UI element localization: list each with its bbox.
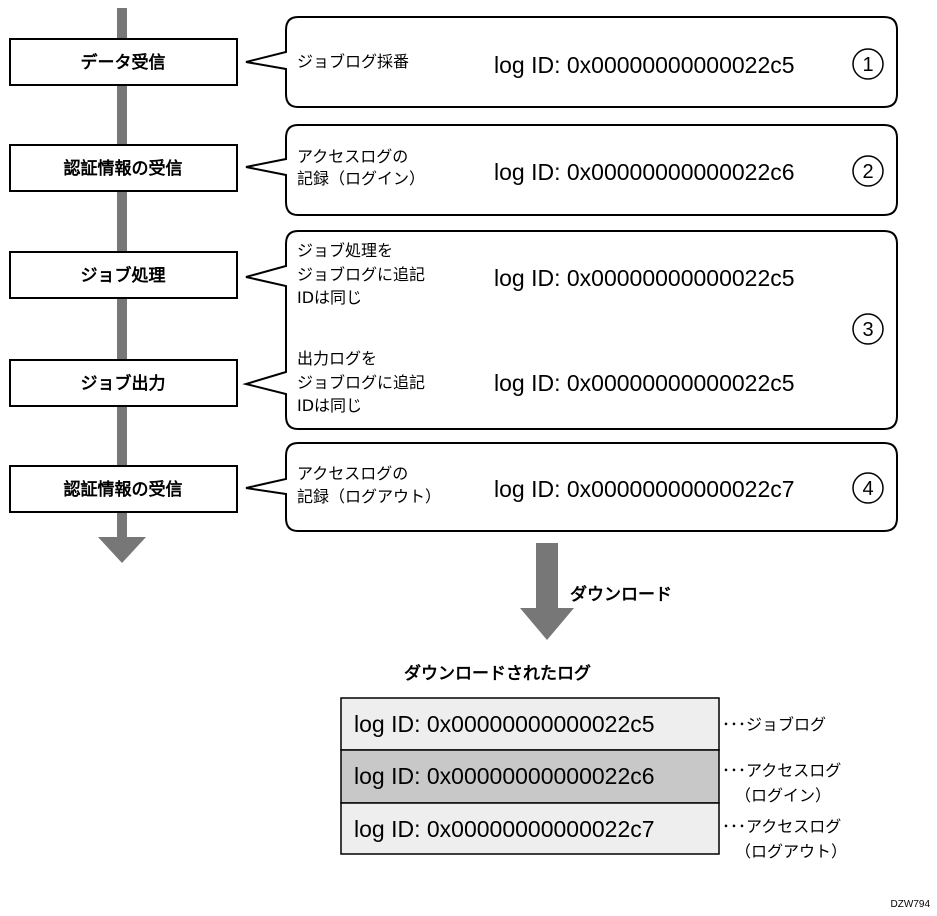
download-arrow-head bbox=[520, 608, 574, 640]
step-box: 認証情報の受信 bbox=[9, 465, 238, 513]
row-note: （ログアウト） bbox=[735, 842, 847, 861]
flow-arrow-head bbox=[98, 537, 146, 563]
table-cell: log ID: 0x00000000000022c6 bbox=[354, 763, 655, 789]
callout-desc: ジョブログに追記 bbox=[297, 373, 425, 392]
step-label: ジョブ処理 bbox=[81, 265, 166, 286]
table-row bbox=[340, 697, 720, 751]
step-box: ジョブ出力 bbox=[9, 359, 238, 407]
marker-number: 2 bbox=[862, 161, 873, 183]
callout-1: ジョブログ採番 log ID: 0x00000000000022c5 1 bbox=[245, 16, 898, 108]
figure-code: DZW794 bbox=[891, 899, 931, 910]
callout-desc: ジョブログ採番 bbox=[297, 52, 409, 71]
row-note: ･･･ジョブログ bbox=[722, 715, 826, 734]
callout-desc: 記録（ログアウト） bbox=[297, 487, 441, 506]
callout-desc: IDは同じ bbox=[297, 396, 362, 415]
log-id: log ID: 0x00000000000022c5 bbox=[494, 265, 795, 291]
log-id: log ID: 0x00000000000022c5 bbox=[494, 370, 795, 396]
row-note: ･･･アクセスログ bbox=[722, 761, 841, 780]
callout-desc: アクセスログの bbox=[297, 147, 408, 166]
step-label: 認証情報の受信 bbox=[64, 479, 183, 500]
table-row bbox=[340, 802, 720, 855]
step-label: データ受信 bbox=[81, 52, 166, 73]
table-cell: log ID: 0x00000000000022c7 bbox=[354, 816, 655, 842]
callout-2: アクセスログの 記録（ログイン） log ID: 0x0000000000002… bbox=[245, 124, 898, 216]
callout-desc: アクセスログの bbox=[297, 464, 408, 483]
row-note: ･･･アクセスログ bbox=[722, 817, 841, 836]
downloaded-heading: ダウンロードされたログ bbox=[404, 663, 591, 684]
marker-number: 1 bbox=[862, 54, 873, 76]
step-box: データ受信 bbox=[9, 38, 238, 86]
download-arrow-shaft bbox=[536, 543, 558, 611]
downloaded-log-table: log ID: 0x00000000000022c5 log ID: 0x000… bbox=[340, 697, 720, 855]
callout-3: ジョブ処理を ジョブログに追記 IDは同じ log ID: 0x00000000… bbox=[242, 230, 898, 430]
marker-number: 3 bbox=[862, 319, 873, 341]
download-label: ダウンロード bbox=[570, 584, 672, 605]
callout-desc: ジョブログに追記 bbox=[297, 265, 425, 284]
step-label: 認証情報の受信 bbox=[64, 158, 183, 179]
callout-desc: 出力ログを bbox=[297, 349, 377, 368]
log-id: log ID: 0x00000000000022c7 bbox=[494, 476, 795, 502]
callout-desc: 記録（ログイン） bbox=[297, 169, 425, 188]
log-id: log ID: 0x00000000000022c6 bbox=[494, 159, 795, 185]
table-row bbox=[340, 749, 720, 804]
marker-number: 4 bbox=[862, 478, 873, 500]
row-note: （ログイン） bbox=[735, 786, 831, 805]
log-id: log ID: 0x00000000000022c5 bbox=[494, 52, 795, 78]
step-label: ジョブ出力 bbox=[81, 373, 166, 394]
callout-4: アクセスログの 記録（ログアウト） log ID: 0x000000000000… bbox=[245, 442, 898, 532]
step-box: ジョブ処理 bbox=[9, 251, 238, 299]
table-cell: log ID: 0x00000000000022c5 bbox=[354, 711, 655, 737]
step-box: 認証情報の受信 bbox=[9, 144, 238, 192]
callout-desc: ジョブ処理を bbox=[297, 241, 393, 260]
callout-desc: IDは同じ bbox=[297, 288, 362, 307]
